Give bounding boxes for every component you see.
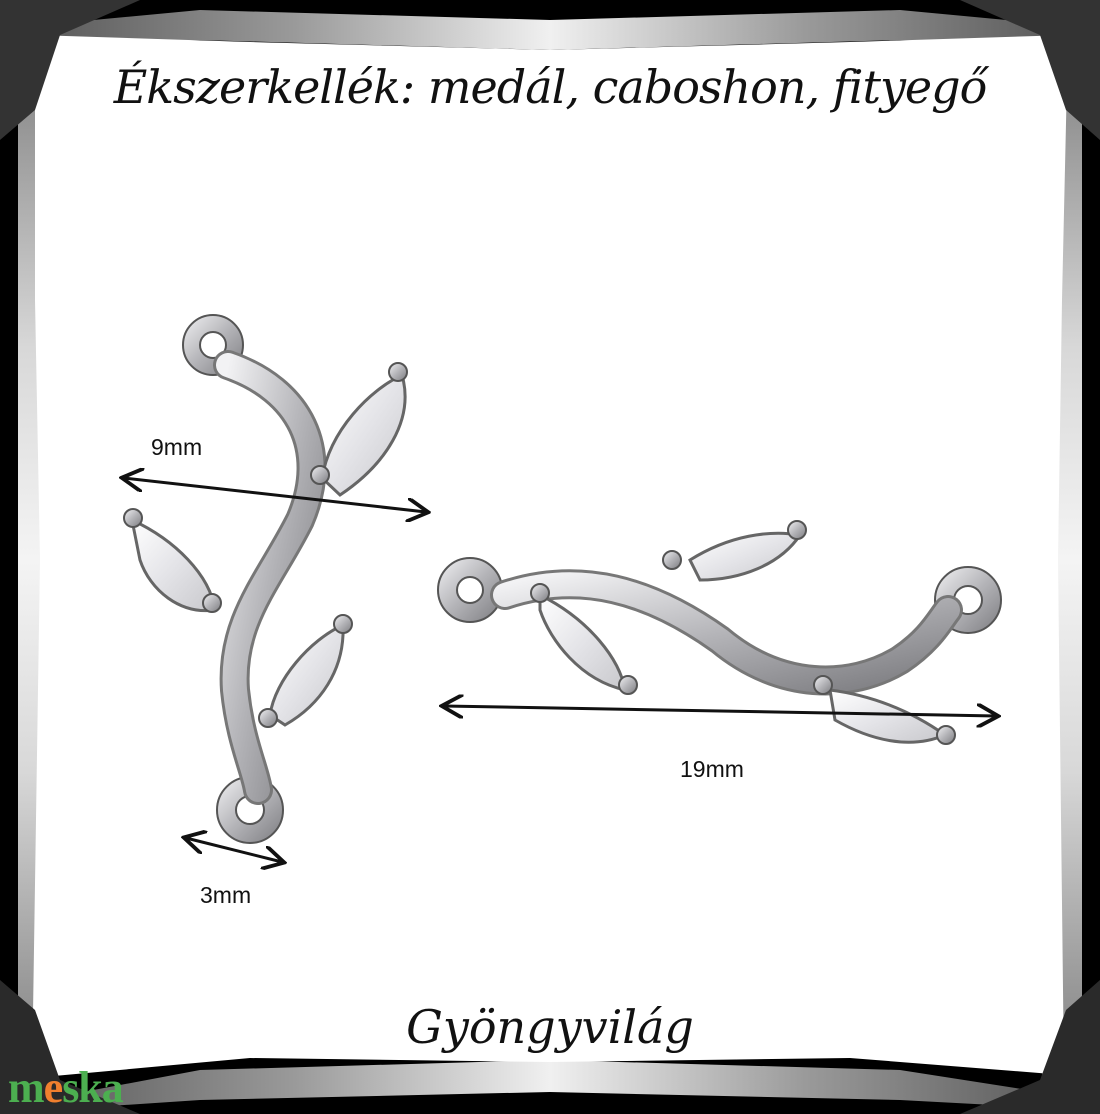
ring-arrow (186, 838, 282, 862)
meska-watermark-logo: meska (8, 1062, 124, 1113)
width-label: 9mm (151, 434, 203, 460)
length-label: 19mm (680, 756, 744, 782)
horizontal-pendant-image (437, 520, 1002, 745)
vertical-pendant-image (123, 314, 408, 844)
length-arrow (444, 706, 996, 716)
shop-brand: Gyöngyvilág (406, 1000, 694, 1054)
logo-part: m (8, 1063, 45, 1112)
width-arrow (124, 478, 426, 512)
logo-part: ska (62, 1063, 124, 1112)
ring-diameter-label: 3mm (200, 882, 252, 908)
page-title: Ékszerkellék: medál, caboshon, fityegő (113, 60, 988, 114)
logo-accent: e (43, 1063, 64, 1112)
